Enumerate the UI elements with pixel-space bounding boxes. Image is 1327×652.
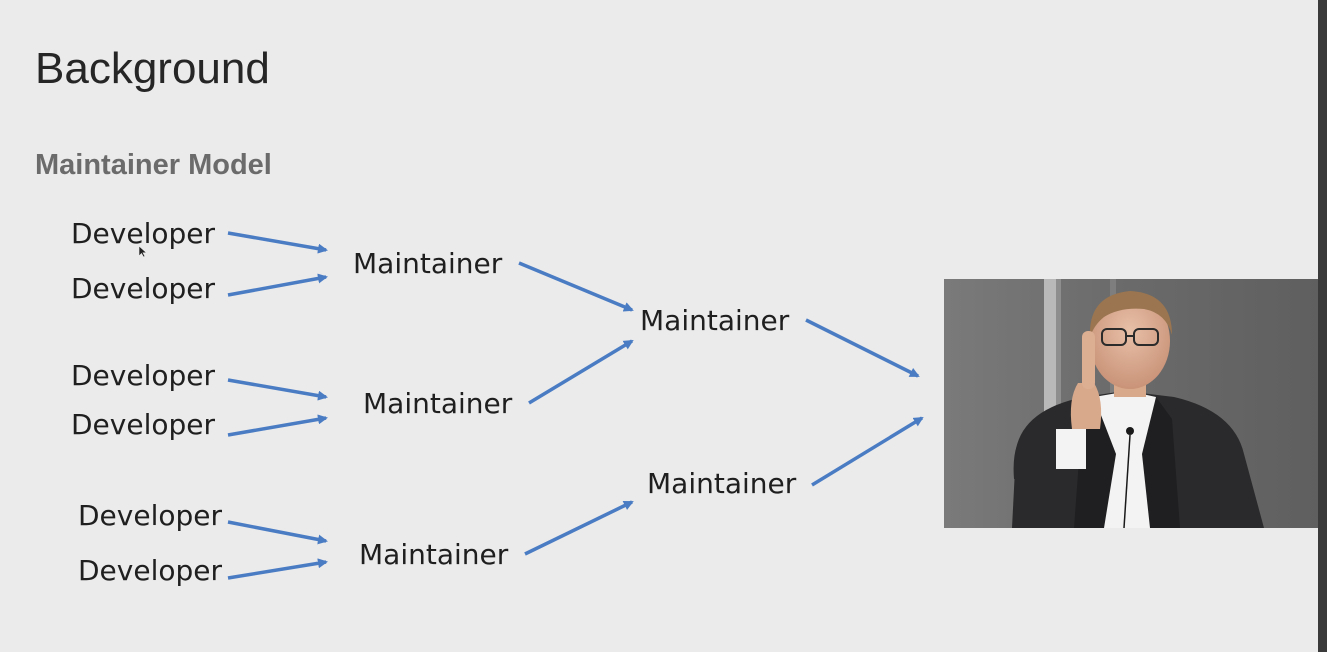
maintainer-node-l2-1: Maintainer (640, 304, 790, 337)
window-edge (1318, 0, 1327, 652)
developer-node-6: Developer (78, 554, 223, 587)
mouse-cursor-icon (139, 246, 147, 258)
presenter-photo (944, 279, 1318, 528)
arrow-dev3-to-m2 (227, 378, 328, 401)
maintainer-node-l2-2: Maintainer (647, 467, 797, 500)
slide-subtitle: Maintainer Model (35, 149, 272, 181)
arrow-m1-to-m4 (518, 261, 634, 312)
arrow-m4-to-top (805, 318, 920, 378)
developer-node-2: Developer (71, 272, 216, 305)
developer-node-1: Developer (71, 217, 216, 250)
arrow-dev5-to-m3 (227, 520, 328, 545)
arrow-m5-to-top (811, 416, 924, 487)
arrow-m3-to-m5 (524, 500, 634, 556)
maintainer-node-l1-3: Maintainer (359, 538, 509, 571)
slide-title: Background (35, 44, 270, 93)
developer-node-4: Developer (71, 408, 216, 441)
arrow-dev6-to-m3 (227, 558, 328, 580)
arrow-dev4-to-m2 (227, 414, 328, 437)
maintainer-node-l1-2: Maintainer (363, 387, 513, 420)
developer-node-5: Developer (78, 499, 223, 532)
arrow-dev1-to-m1 (227, 231, 328, 254)
arrow-m2-to-m4 (528, 339, 634, 405)
arrow-dev2-to-m1 (227, 273, 328, 297)
maintainer-node-l1-1: Maintainer (353, 247, 503, 280)
developer-node-3: Developer (71, 359, 216, 392)
